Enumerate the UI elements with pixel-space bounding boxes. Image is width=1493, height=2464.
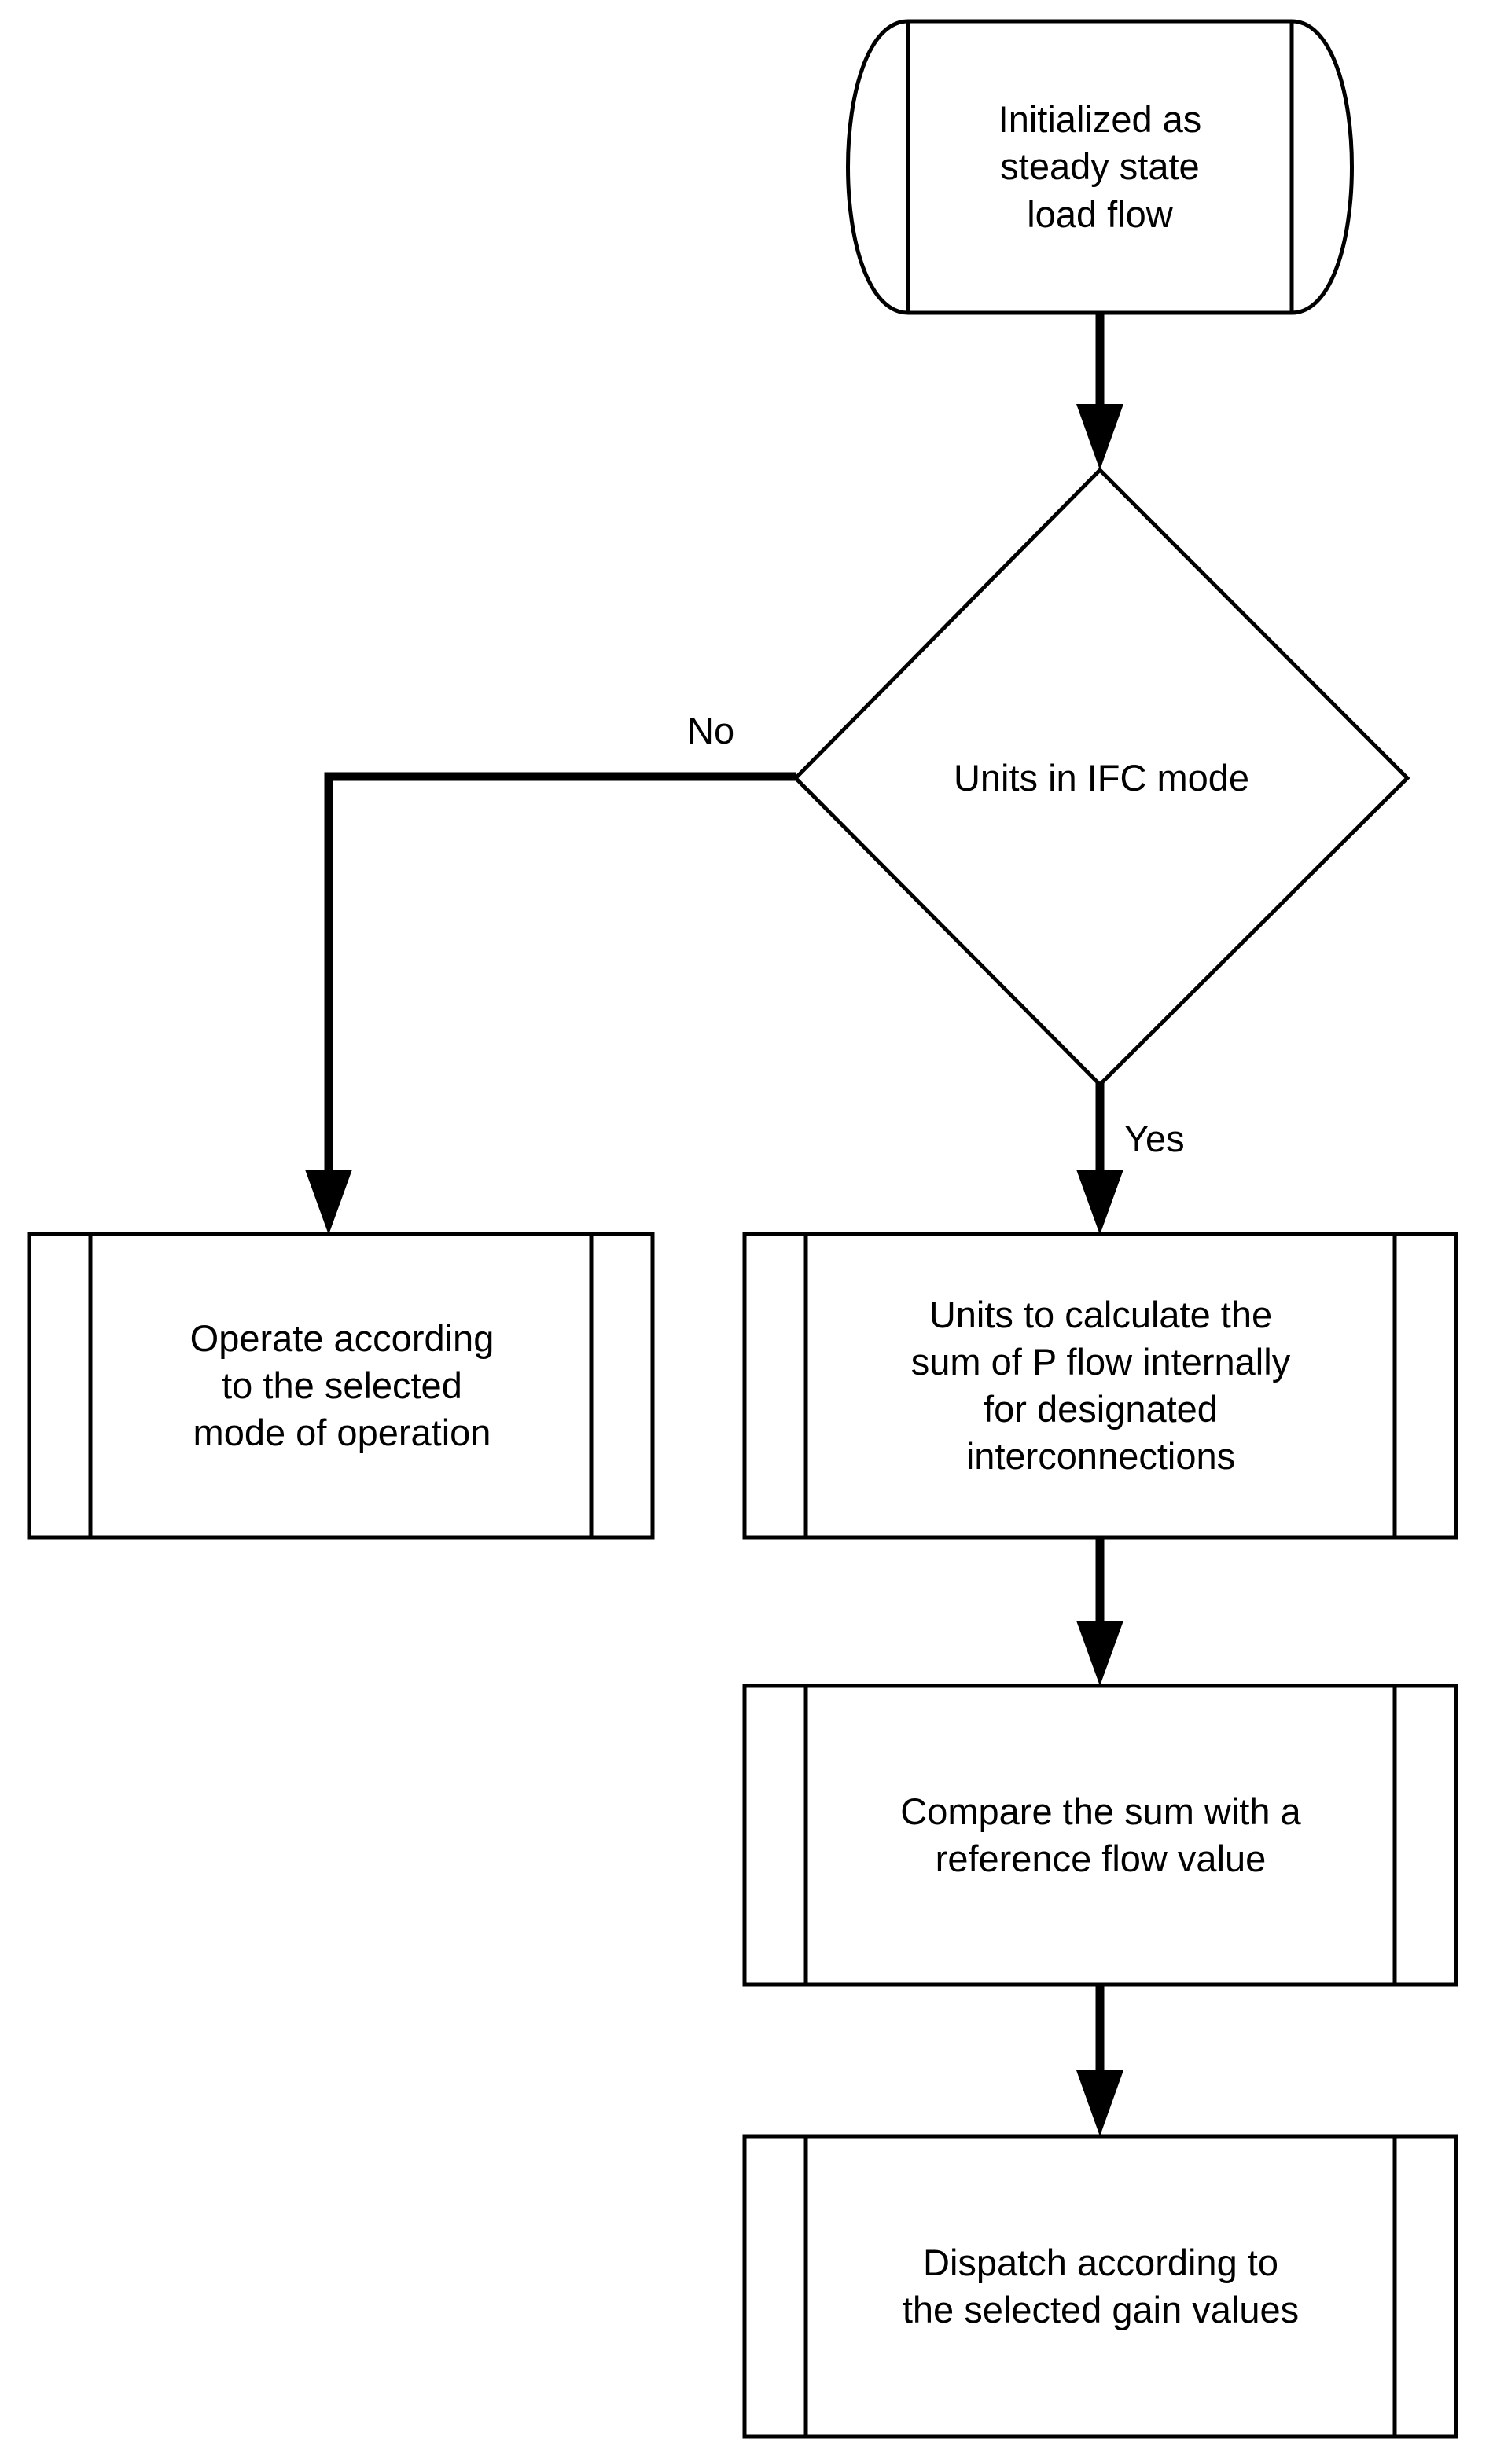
operate-shape-outline (27, 1232, 655, 1540)
edge-label-no: No (687, 710, 735, 751)
node-start[interactable] (846, 19, 1354, 315)
node-decision[interactable] (792, 467, 1410, 1088)
edge-compare-to-dispatch-arrowhead (1076, 2070, 1123, 2136)
edge-decision-to-operate-line (324, 772, 796, 1177)
node-dispatch[interactable] (742, 2134, 1458, 2439)
edge-start-to-decision-arrowhead (1076, 404, 1123, 470)
edge-calculate-to-compare (1076, 1537, 1123, 1686)
node-compare[interactable] (742, 1684, 1458, 1987)
node-operate[interactable] (27, 1232, 655, 1540)
edge-calculate-to-compare-arrowhead (1076, 1621, 1123, 1686)
calculate-shape-outline (742, 1232, 1458, 1540)
edge-label-yes: Yes (1124, 1118, 1185, 1159)
edge-decision-to-operate-arrowhead (305, 1170, 352, 1235)
decision-shape-outline (792, 467, 1410, 1088)
edge-decision-to-calculate (1076, 1082, 1123, 1235)
start-shape-outline (846, 19, 1354, 315)
edge-decision-to-operate (305, 772, 796, 1235)
edge-compare-to-dispatch (1076, 1985, 1123, 2136)
compare-shape-outline (742, 1684, 1458, 1987)
edge-start-to-decision (1076, 313, 1123, 470)
node-calculate[interactable] (742, 1232, 1458, 1540)
edge-decision-to-calculate-arrowhead (1076, 1170, 1123, 1235)
dispatch-shape-outline (742, 2134, 1458, 2439)
